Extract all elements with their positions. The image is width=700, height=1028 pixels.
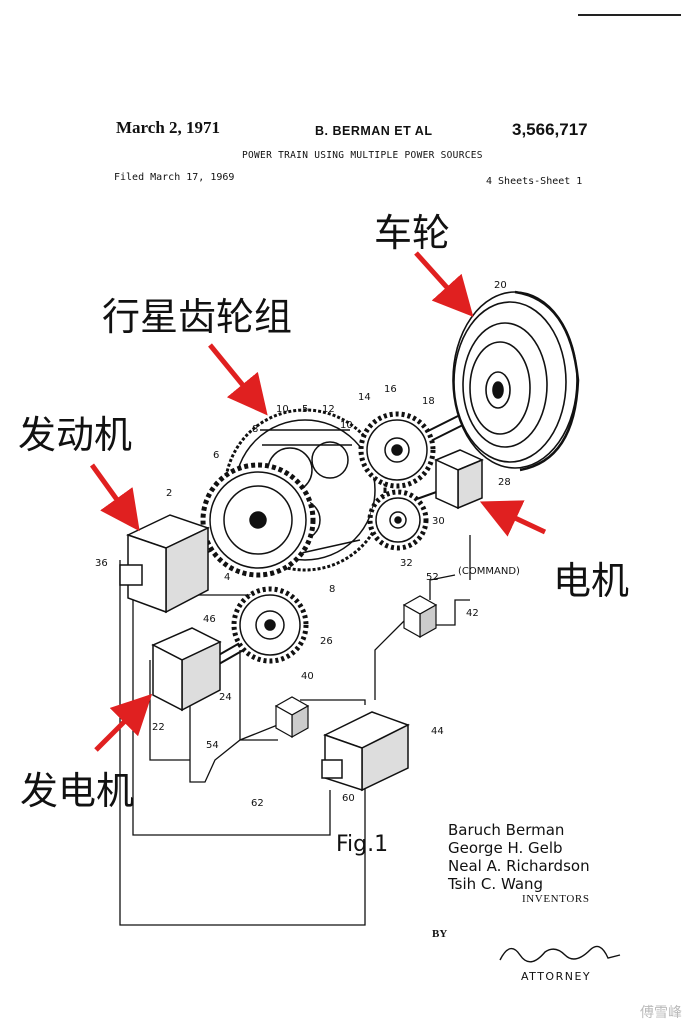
inventor-header: B. BERMAN ET AL [315, 124, 433, 138]
arrow-icon [208, 343, 268, 416]
ref-5: 5 [302, 404, 308, 415]
ref-44: 44 [431, 726, 444, 737]
inventors-label: INVENTORS [522, 893, 590, 905]
ref-22: 22 [152, 722, 165, 733]
block-icon [321, 711, 410, 792]
block-icon [151, 627, 222, 712]
ref-28: 28 [498, 477, 511, 488]
inventor-name: Tsih C. Wang [448, 875, 544, 893]
block-icon [274, 696, 310, 739]
inventor-name: George H. Gelb [448, 839, 563, 857]
ref-16: 16 [384, 384, 397, 395]
ref-4: 4 [224, 572, 230, 583]
ref-6: 6 [213, 450, 219, 461]
gear-icon [367, 489, 429, 551]
patent-number: 3,566,717 [512, 120, 588, 139]
ref-62: 62 [251, 798, 264, 809]
arrow-icon [94, 693, 153, 752]
label-planetary-gearset: 行星齿轮组 [102, 295, 293, 339]
wiring-lines [119, 535, 471, 926]
ref-52: 52 [426, 572, 439, 583]
ref-46: 46 [203, 614, 216, 625]
inventor-name: Neal A. Richardson [448, 857, 590, 875]
ref-40: 40 [301, 671, 314, 682]
block-icon [434, 449, 484, 510]
label-motor: 电机 [553, 559, 630, 603]
gear-icon [231, 586, 309, 664]
command-label: (COMMAND) [458, 566, 520, 577]
gear-icon [200, 462, 316, 578]
wheel-icon [452, 290, 580, 472]
ref-12: 12 [322, 404, 335, 415]
label-generator: 发电机 [20, 769, 135, 813]
block-icon [119, 514, 210, 614]
inventor-list: Baruch Berman George H. Gelb Neal A. Ric… [448, 821, 590, 893]
ref-14: 14 [358, 392, 371, 403]
ref-20: 20 [494, 280, 507, 291]
ref-10a: 10 [276, 404, 289, 415]
gear-icon [358, 411, 436, 489]
top-rule [578, 14, 681, 16]
label-engine: 发动机 [18, 413, 133, 457]
ref-30: 30 [432, 516, 445, 527]
ref-36: 36 [95, 558, 108, 569]
ref-24: 24 [219, 692, 232, 703]
ref-8b: 8 [329, 584, 335, 595]
patent-title: POWER TRAIN USING MULTIPLE POWER SOURCES [242, 150, 483, 161]
watermark: 傅雪峰 [640, 1005, 682, 1021]
ref-8a: 8 [252, 424, 258, 435]
ref-60: 60 [342, 793, 355, 804]
by-label: BY [432, 928, 448, 940]
sheet-count: 4 Sheets-Sheet 1 [486, 176, 583, 187]
patent-date: March 2, 1971 [116, 118, 221, 137]
ref-32: 32 [400, 558, 413, 569]
ref-42: 42 [466, 608, 479, 619]
arrow-icon [89, 463, 140, 532]
filed-date: Filed March 17, 1969 [114, 172, 235, 183]
ref-54: 54 [206, 740, 219, 751]
arrow-icon [414, 251, 474, 317]
signature-icon [499, 945, 621, 963]
inventor-name: Baruch Berman [448, 821, 565, 839]
ref-18: 18 [422, 396, 435, 407]
reference-numbers: 20 16 14 18 12 10 5 10 8 6 2 36 4 8 28 3… [95, 280, 520, 809]
label-wheel: 车轮 [374, 211, 451, 255]
ref-2: 2 [166, 488, 172, 499]
attorney-label: ATTORNEY [521, 970, 592, 983]
arrow-icon [479, 500, 547, 537]
annotation-arrows [89, 251, 547, 752]
figure-caption: Fig.1 [336, 832, 389, 857]
ref-26: 26 [320, 636, 333, 647]
block-icon [402, 595, 438, 639]
ref-10b: 10 [340, 420, 353, 431]
